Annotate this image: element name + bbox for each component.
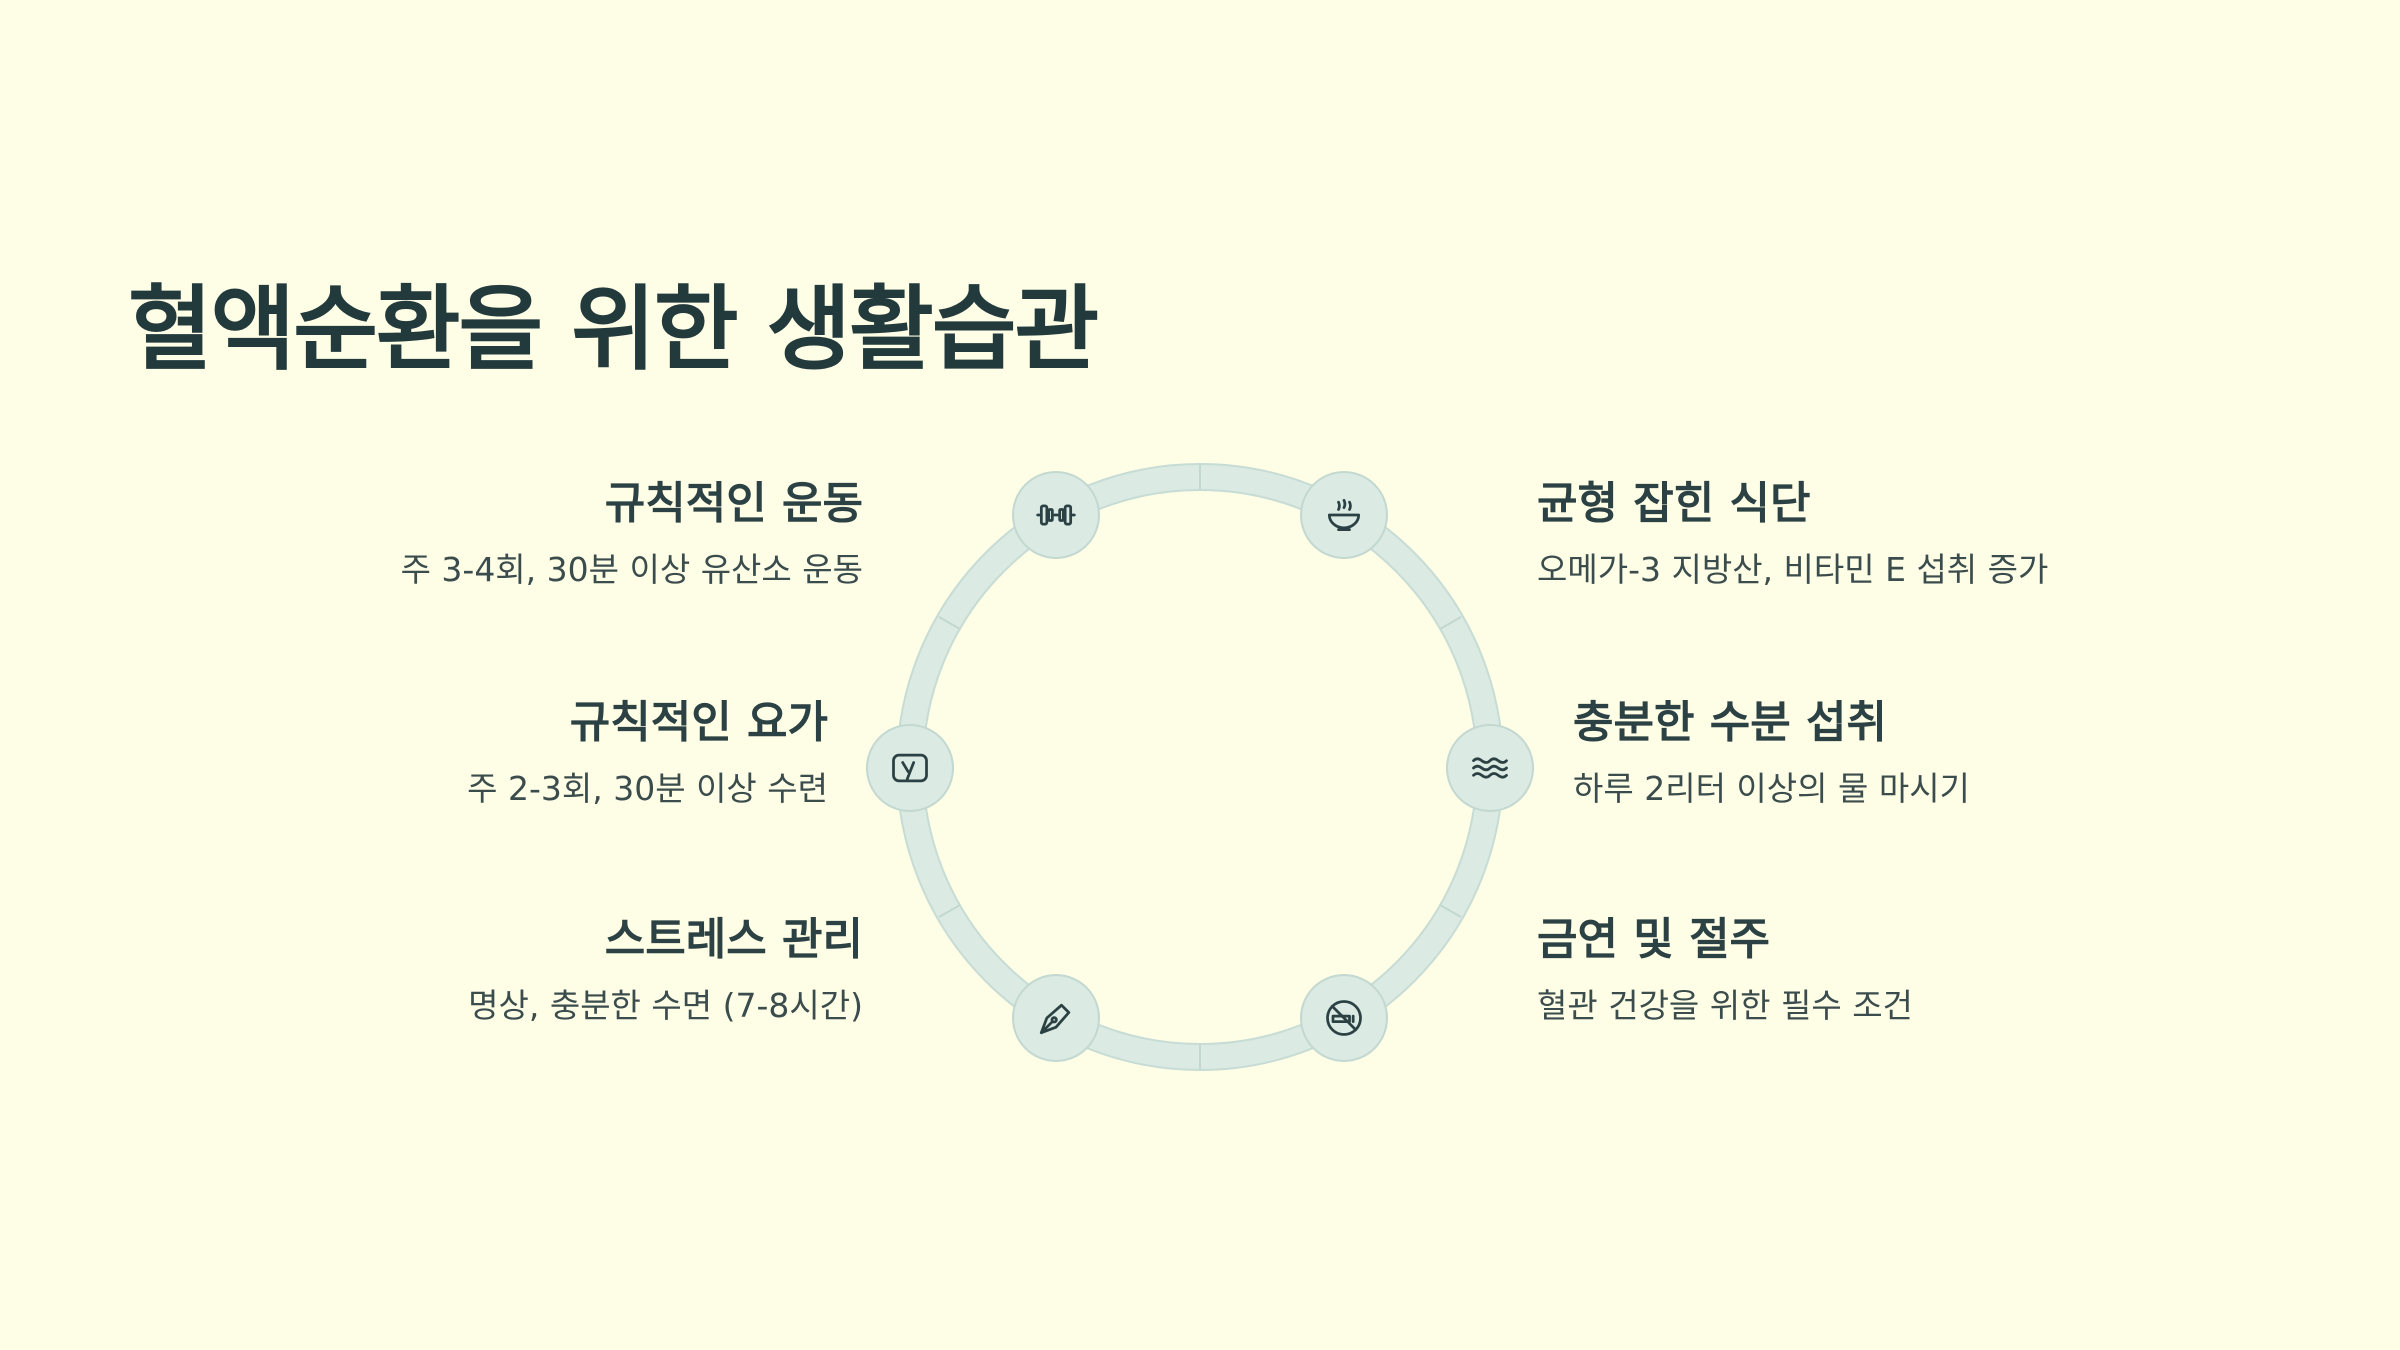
item-exercise: 규칙적인 운동 주 3-4회, 30분 이상 유산소 운동 xyxy=(143,476,863,592)
item-desc: 주 3-4회, 30분 이상 유산소 운동 xyxy=(400,550,863,589)
item-title: 스트레스 관리 xyxy=(604,914,863,965)
item-stress: 스트레스 관리 명상, 충분한 수면 (7-8시간) xyxy=(143,912,863,1028)
item-title: 충분한 수분 섭취 xyxy=(1573,697,1887,748)
item-desc: 오메가-3 지방산, 비타민 E 섭취 증가 xyxy=(1537,550,2049,589)
item-diet: 균형 잡힌 식단 오메가-3 지방산, 비타민 E 섭취 증가 xyxy=(1537,476,2257,592)
item-title: 금연 및 절주 xyxy=(1537,914,1771,965)
pen-nib-icon xyxy=(1039,1003,1071,1035)
hydration-node xyxy=(1446,724,1534,812)
item-hydration: 충분한 수분 섭취 하루 2리터 이상의 물 마시기 xyxy=(1573,695,2293,811)
water-waves-icon xyxy=(1472,757,1508,779)
item-desc: 하루 2리터 이상의 물 마시기 xyxy=(1573,769,1970,808)
no-smoking-icon xyxy=(1326,1000,1362,1036)
item-title: 규칙적인 운동 xyxy=(604,478,863,529)
item-title: 균형 잡힌 식단 xyxy=(1537,478,1811,529)
stress-node xyxy=(1012,974,1100,1062)
item-yoga: 규칙적인 요가 주 2-3회, 30분 이상 수련 xyxy=(108,695,828,811)
item-desc: 주 2-3회, 30분 이상 수련 xyxy=(467,769,828,808)
item-title: 규칙적인 요가 xyxy=(569,697,828,748)
no-smoking-node xyxy=(1300,974,1388,1062)
exercise-node xyxy=(1012,471,1100,559)
diet-node xyxy=(1300,471,1388,559)
bowl-icon xyxy=(1327,498,1361,532)
page-title: 혈액순환을 위한 생활습관 xyxy=(128,276,1099,383)
item-no-smoking: 금연 및 절주 혈관 건강을 위한 필수 조건 xyxy=(1537,912,2257,1028)
yoga-icon xyxy=(892,753,928,783)
yoga-node xyxy=(866,724,954,812)
dumbbell-icon xyxy=(1036,504,1076,526)
item-desc: 혈관 건강을 위한 필수 조건 xyxy=(1537,986,1913,1025)
item-desc: 명상, 충분한 수면 (7-8시간) xyxy=(468,986,863,1025)
